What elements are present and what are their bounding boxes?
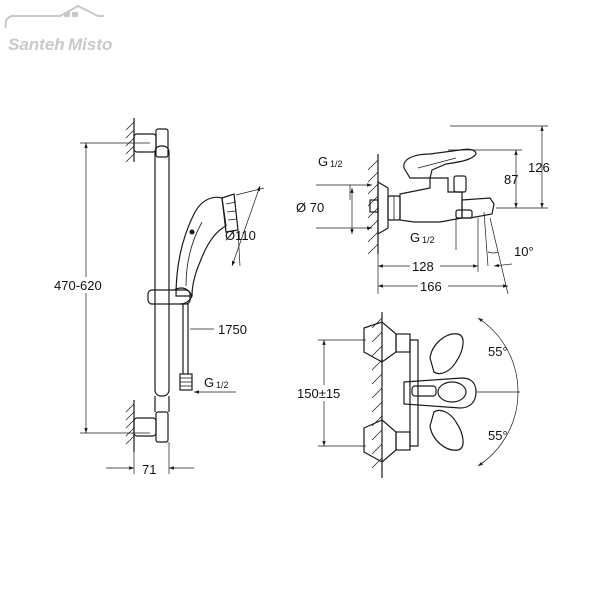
mixer-spout-front (403, 377, 477, 409)
mixer-spout (461, 197, 495, 219)
mixer-side-view: G 1/2 Ø 70 G 1/2 126 87 (296, 125, 550, 295)
bottom-flange (363, 419, 397, 463)
shower-thread-letter: G (204, 375, 214, 390)
watermark-brand-left: Santeh (8, 35, 65, 54)
bottom-connector (395, 431, 411, 451)
center-distance-label: 150±15 (297, 386, 340, 401)
mixer-body-front (409, 339, 419, 447)
watermark-brand-right: Misto (68, 35, 112, 54)
thread-bottom-letter: G (410, 230, 420, 245)
hose-length-label: 1750 (218, 322, 247, 337)
eccentric-fitting (369, 199, 379, 213)
dimension-height-body: 87 (448, 149, 522, 208)
lever-angle-bottom-label: 55° (488, 428, 508, 443)
height-range-label: 470-620 (54, 278, 102, 293)
head-diameter-label: Ø110 (225, 228, 256, 243)
dimension-height-total: 126 (450, 125, 550, 209)
house-roof-icon (4, 4, 104, 29)
dimension-head-diameter: Ø110 (225, 185, 265, 267)
wall-hatch-bottom (125, 400, 135, 452)
shower-hose (182, 304, 189, 374)
thread-top-fraction: 1/2 (330, 159, 343, 169)
lever-position-top (429, 333, 464, 375)
dimension-depth-total: 166 (378, 217, 509, 295)
lever-angle-top-label: 55° (488, 344, 508, 359)
depth-total-label: 166 (420, 279, 442, 294)
dimension-thread-bottom: G 1/2 (316, 218, 457, 250)
spout-angle-label: 10° (514, 244, 534, 259)
dimension-center-distance: 150±15 (296, 339, 366, 447)
top-flange (363, 321, 397, 363)
height-body-label: 87 (504, 172, 518, 187)
height-total-label: 126 (528, 160, 550, 175)
dimension-lever-angles: 55° 55° (476, 317, 520, 467)
dimension-spout-angle: 10° (483, 211, 534, 268)
slider-holder (147, 289, 191, 305)
top-connector (395, 333, 411, 353)
shower-rail-set: 470-620 Ø110 1750 G 1/2 71 (52, 118, 265, 477)
lever-center (437, 381, 467, 403)
mixer-body (399, 177, 463, 223)
watermark-logo: Santeh Misto (4, 4, 112, 54)
lever-position-bottom (429, 409, 464, 451)
depth-spout-label: 128 (412, 259, 434, 274)
flange-diameter-label: Ø 70 (296, 200, 324, 215)
wall-offset-label: 71 (142, 462, 156, 477)
wall-hatch-front (371, 312, 383, 478)
thread-bottom-fraction: 1/2 (422, 235, 435, 245)
dimension-shower-thread: G 1/2 (194, 375, 236, 394)
dimension-thread-top: G 1/2 (316, 154, 372, 200)
dimension-wall-offset: 71 (106, 442, 194, 477)
dimension-height-range: 470-620 (52, 142, 150, 434)
shower-rail (154, 145, 170, 397)
dimension-hose-length: 1750 (190, 322, 247, 337)
wall-flange (377, 180, 389, 236)
wall-hatch-top (125, 118, 135, 163)
dimension-depth-spout: 128 (377, 218, 479, 294)
mixer-lever (403, 148, 477, 179)
dimension-flange-diameter: Ø 70 (296, 188, 354, 234)
hand-shower (175, 193, 239, 297)
diverter-knob (453, 175, 467, 193)
thread-top-letter: G (318, 154, 328, 169)
shower-thread-fraction: 1/2 (216, 380, 229, 390)
mixer-front-view: 150±15 55° 55° (296, 312, 520, 478)
